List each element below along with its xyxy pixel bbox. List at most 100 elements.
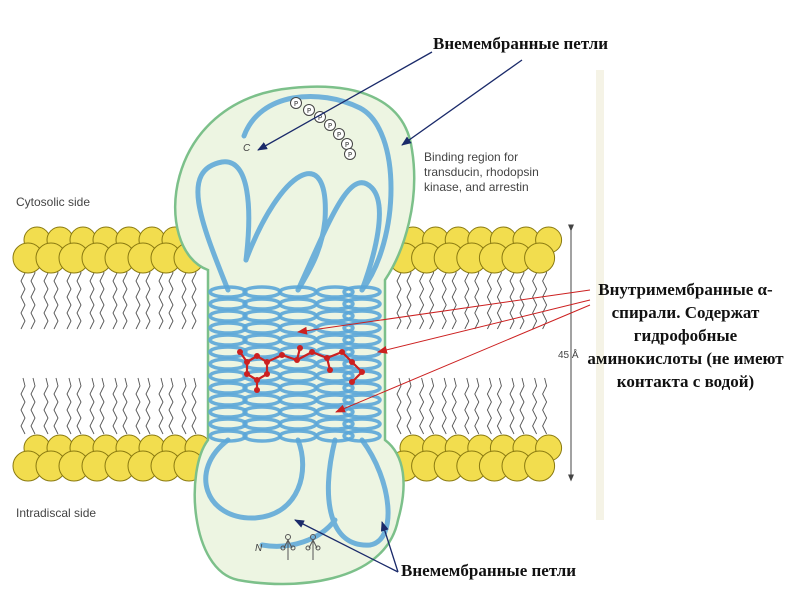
retinal-atom (254, 377, 260, 383)
lipid-tail (519, 377, 525, 435)
helix-turn (315, 381, 355, 395)
helix-turn (315, 321, 355, 335)
lipid-tail (451, 264, 457, 330)
lipid-tail (519, 264, 525, 330)
figure-background-strip (596, 70, 604, 520)
lipid-tail (20, 264, 26, 330)
lipid-tail (532, 377, 538, 435)
n-terminal-tail (259, 517, 338, 549)
phosphate-circle (290, 97, 302, 109)
c-terminus-label: C (243, 143, 251, 154)
helix-turn (315, 417, 355, 431)
lipid-tail (122, 264, 128, 330)
binding-region-label: Binding region for transducin, rhodopsin… (424, 150, 539, 194)
arrow-helix-2 (377, 299, 591, 354)
lipid-tail (441, 264, 447, 330)
lipid-head (524, 242, 556, 274)
retinal-atom (264, 359, 270, 365)
phosphate-label: P (294, 100, 298, 108)
lipid-tail (135, 377, 141, 435)
lipid-tail (496, 264, 502, 330)
transmembrane-helices (208, 285, 382, 443)
lipid-tail (30, 377, 36, 435)
retinal-atoms (237, 345, 365, 393)
helix-turn (315, 297, 355, 311)
phosphate-label: P (348, 151, 352, 159)
helix-turn (208, 393, 248, 407)
retinal-atom (349, 359, 355, 365)
lipid-tail (122, 377, 128, 435)
retinal-atom (244, 371, 250, 377)
lipid-tail (464, 377, 470, 435)
helix-turn (342, 381, 382, 395)
lipid-tail (168, 264, 174, 330)
helix-turn (208, 321, 248, 335)
lipid-tail (30, 264, 36, 330)
extramembrane-loops-top-annotation: Внемембранные петли (433, 34, 609, 53)
helix-turn (208, 381, 248, 395)
helix-turn (342, 417, 382, 431)
lipid-tail (486, 264, 492, 330)
retinal-atom (237, 349, 243, 355)
lipid-tail (158, 264, 164, 330)
lipid-tail (145, 264, 151, 330)
arrow-top-1 (257, 51, 433, 151)
loop-bottom-2 (325, 437, 391, 548)
lipid-tails (20, 264, 548, 435)
phosphate-circle (324, 119, 336, 131)
lipid-tail (76, 264, 82, 330)
helix-turn (315, 309, 355, 323)
lipid-tail (43, 377, 49, 435)
cytosolic-side-label: Cytosolic side (16, 195, 91, 209)
helix-turn (208, 333, 248, 347)
arrow-helix-3 (335, 304, 591, 413)
helix-turn (342, 393, 382, 407)
retinal-atom (359, 369, 365, 375)
lipid-tail (168, 377, 174, 435)
lipid-tail (474, 377, 480, 435)
helix-turn (208, 297, 248, 311)
helix (208, 285, 248, 443)
lipid-tail (406, 377, 412, 435)
lipid-tail (53, 377, 59, 435)
arrow-top-2 (401, 59, 523, 146)
lipid-tail (135, 264, 141, 330)
helix-turn (315, 369, 355, 383)
oligosaccharide-chains (280, 534, 321, 560)
lipid-tail (474, 264, 480, 330)
retinal-atom (349, 379, 355, 385)
lipid-tail (396, 264, 402, 330)
helix-turn (342, 309, 382, 323)
retinal-atom (264, 371, 270, 377)
helix-turn (208, 417, 248, 431)
lipid-tail (451, 377, 457, 435)
lipid-tail (145, 377, 151, 435)
phosphate-label: P (328, 122, 332, 130)
extramembrane-loops-bottom-annotation: Внемембранные петли (401, 561, 577, 580)
retinal-atom (254, 387, 260, 393)
arrow-bottom-1 (294, 519, 399, 573)
retinal-atom (324, 355, 330, 361)
arrow-helix-1 (297, 289, 591, 335)
lipid-tail (191, 264, 197, 330)
lipid-tail (53, 264, 59, 330)
helix-turn (315, 345, 355, 359)
extramembrane-loops (195, 93, 394, 549)
helix-turn (315, 285, 355, 299)
lipid-tail (99, 377, 105, 435)
n-terminus-label: N (255, 543, 263, 554)
retinal-atom (327, 367, 333, 373)
loop-top-1 (195, 159, 252, 293)
lipid-tail (20, 377, 26, 435)
phosphate-circle (344, 148, 356, 160)
lipid-tail (181, 264, 187, 330)
lipid-tail (429, 264, 435, 330)
phosphate-label: P (307, 107, 311, 115)
helix-turn (315, 333, 355, 347)
helix-turn (315, 393, 355, 407)
lipid-tail (158, 377, 164, 435)
thickness-label: 45 Å (558, 350, 579, 361)
loop-top-3 (295, 180, 382, 293)
arrow-bottom-2 (380, 521, 399, 573)
retinal-atom (309, 349, 315, 355)
